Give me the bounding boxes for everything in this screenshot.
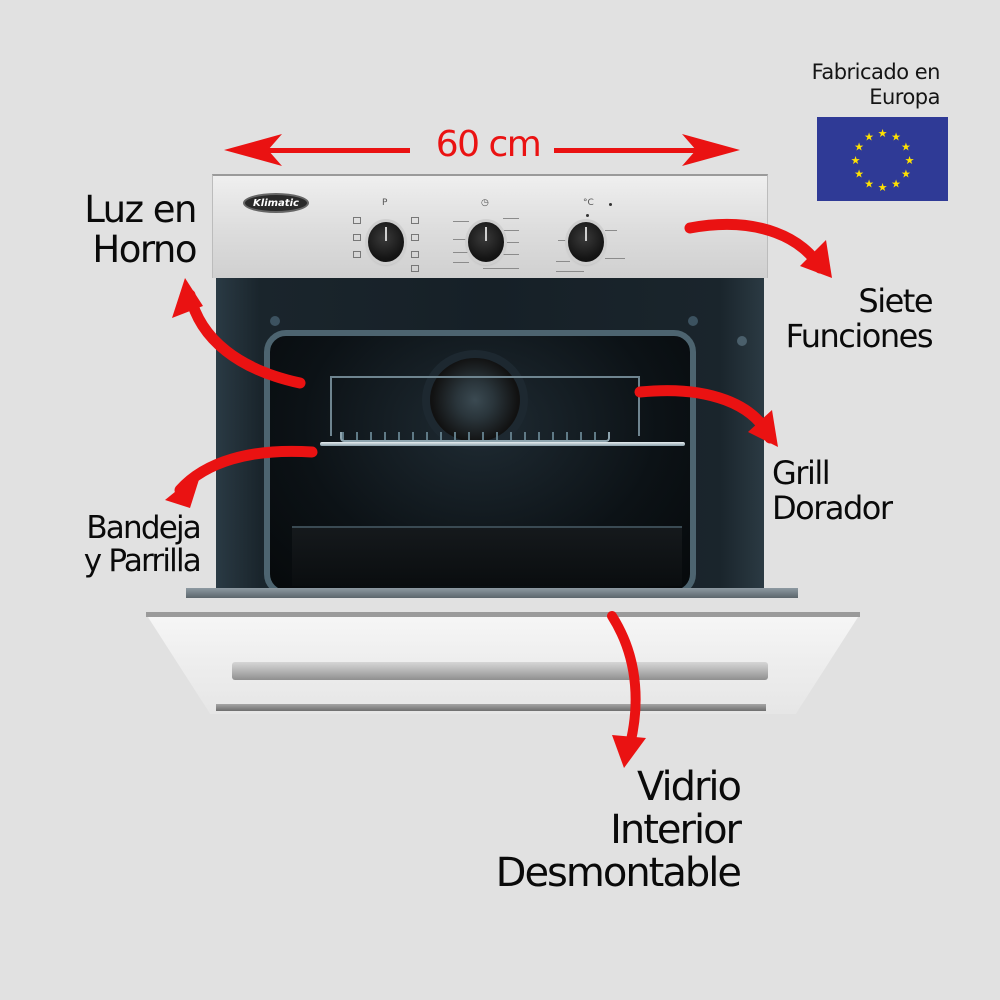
arrowhead-icon (748, 410, 778, 447)
left-arrowhead-icon (224, 134, 740, 166)
convection-fan-icon (430, 358, 520, 442)
function-selector-knob[interactable] (368, 222, 404, 262)
svg-text:★: ★ (905, 154, 915, 167)
feature-line: Grill (772, 454, 831, 492)
svg-text:★: ★ (864, 131, 874, 144)
scale-tick (453, 252, 469, 253)
scale-tick (503, 218, 519, 219)
door-hinge-trim (186, 588, 798, 598)
scale-tick (605, 258, 625, 259)
screw (270, 316, 280, 326)
scale-tick (453, 239, 469, 240)
timer-knob[interactable] (468, 222, 504, 262)
arrow-functions (684, 219, 826, 274)
svg-text:★: ★ (878, 127, 888, 140)
light-icon (737, 336, 747, 346)
control-panel: Klimatic P ◷ °C (212, 174, 768, 278)
eu-flag-icon: ★ ★ ★ ★ ★ ★ ★ ★ ★ ★ ★ ★ (817, 117, 948, 201)
scale-tick (503, 254, 519, 255)
oven-cavity (264, 330, 696, 596)
arrow-glass (607, 611, 641, 757)
door-bottom-trim (566, 704, 766, 711)
function-icon (411, 251, 419, 258)
scale-tick (605, 230, 617, 231)
door-top-edge (146, 612, 860, 617)
feature-label-removable-glass: Vidrio Interior Desmontable (440, 764, 742, 897)
indicator-lamp (609, 203, 612, 206)
svg-text:★: ★ (901, 168, 911, 181)
arrowhead-icon (800, 240, 832, 278)
scale-tick (556, 271, 584, 272)
svg-text:★: ★ (854, 141, 864, 154)
arrow-light (184, 289, 306, 389)
svg-text:★: ★ (878, 181, 888, 194)
origin-caption-line2: Europa (869, 85, 940, 110)
feature-label-seven-functions: Siete Funciones (760, 282, 934, 355)
svg-text:★: ★ (854, 168, 864, 181)
feature-line: y Parrilla (83, 543, 202, 580)
scale-tick (503, 242, 519, 243)
scale-tick (453, 262, 469, 263)
feature-line: Horno (92, 227, 197, 271)
scale-tick (453, 221, 469, 222)
feature-label-oven-light: Luz en Horno (60, 188, 197, 271)
function-icon (353, 234, 361, 241)
door-bottom-trim (216, 704, 566, 711)
knob-marker (586, 214, 589, 217)
function-icon (411, 265, 419, 272)
baking-tray (292, 526, 682, 586)
svg-text:★: ★ (864, 177, 874, 190)
svg-text:★: ★ (891, 131, 901, 144)
function-knob-symbol: P (382, 198, 388, 208)
temperature-knob-symbol: °C (583, 198, 594, 208)
function-icon (353, 251, 361, 258)
feature-line: Desmontable (495, 850, 742, 897)
brand-logo: Klimatic (243, 193, 309, 213)
origin-caption: Fabricado en Europa (811, 60, 941, 110)
dimension-line-right (554, 148, 704, 153)
scale-tick (556, 261, 570, 262)
arrowhead-icon (172, 278, 203, 318)
scale-tick (558, 240, 570, 241)
feature-label-tray-rack: Bandeja y Parrilla (50, 510, 202, 580)
arrowhead-icon (165, 470, 202, 508)
svg-text:★: ★ (891, 177, 901, 190)
feature-line: Dorador (772, 488, 893, 527)
grill-element (330, 376, 640, 436)
scale-tick (483, 268, 519, 269)
function-icon (411, 234, 419, 241)
svg-text:★: ★ (901, 141, 911, 154)
scale-tick (503, 230, 519, 231)
feature-line: Luz en (84, 188, 197, 231)
svg-text:★: ★ (851, 154, 861, 167)
rack-rail (320, 442, 685, 446)
timer-knob-symbol: ◷ (481, 198, 489, 208)
feature-line: Siete (858, 282, 933, 320)
feature-label-grill: Grill Dorador (772, 456, 942, 525)
feature-line: Vidrio (636, 764, 742, 810)
feature-line: Interior (610, 807, 742, 854)
arrow-tray (174, 445, 318, 496)
temperature-knob[interactable] (568, 222, 604, 262)
arrowhead-icon (612, 735, 646, 768)
dimension-label: 60 cm (435, 124, 542, 165)
function-icon (353, 217, 361, 224)
wire-rack (340, 432, 610, 442)
screw (688, 316, 698, 326)
origin-caption-line1: Fabricado en (811, 60, 941, 84)
feature-line: Funciones (785, 316, 934, 355)
function-icon (411, 217, 419, 224)
dimension-line-left (260, 148, 410, 153)
feature-line: Bandeja (86, 510, 201, 546)
